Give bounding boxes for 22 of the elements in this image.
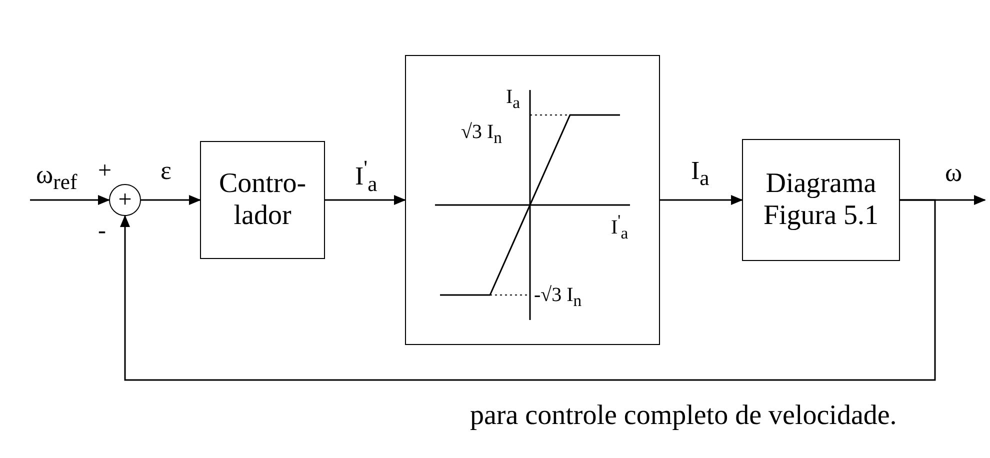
arrow <box>30 195 110 205</box>
axis-label: I$_{a}$ <box>506 86 520 113</box>
signal-label: I$_{a}$ <box>691 156 710 192</box>
block-label: Diagrama Figura 5.1 <box>762 168 880 232</box>
block-label: Contro- lador <box>218 168 308 232</box>
process-block <box>742 139 900 261</box>
arrow <box>325 195 406 205</box>
arrow <box>141 195 201 205</box>
saturation-block <box>405 55 660 345</box>
process-block <box>200 141 325 259</box>
sign-label: - <box>98 218 106 245</box>
level-label: -√3 I$_{n}$ <box>534 284 582 311</box>
sum-sign: + <box>118 188 132 212</box>
figure-caption: para controle completo de velocidade. <box>470 400 897 432</box>
signal-label: ω$_{ref}$ <box>36 160 78 196</box>
arrow <box>660 195 743 205</box>
arrow <box>120 199 936 381</box>
sum-junction <box>109 184 141 216</box>
level-label: √3 I$_{n}$ <box>461 121 502 148</box>
signal-label: ε <box>160 156 172 186</box>
signal-label: ω <box>945 158 962 188</box>
sign-label: + <box>98 158 112 185</box>
